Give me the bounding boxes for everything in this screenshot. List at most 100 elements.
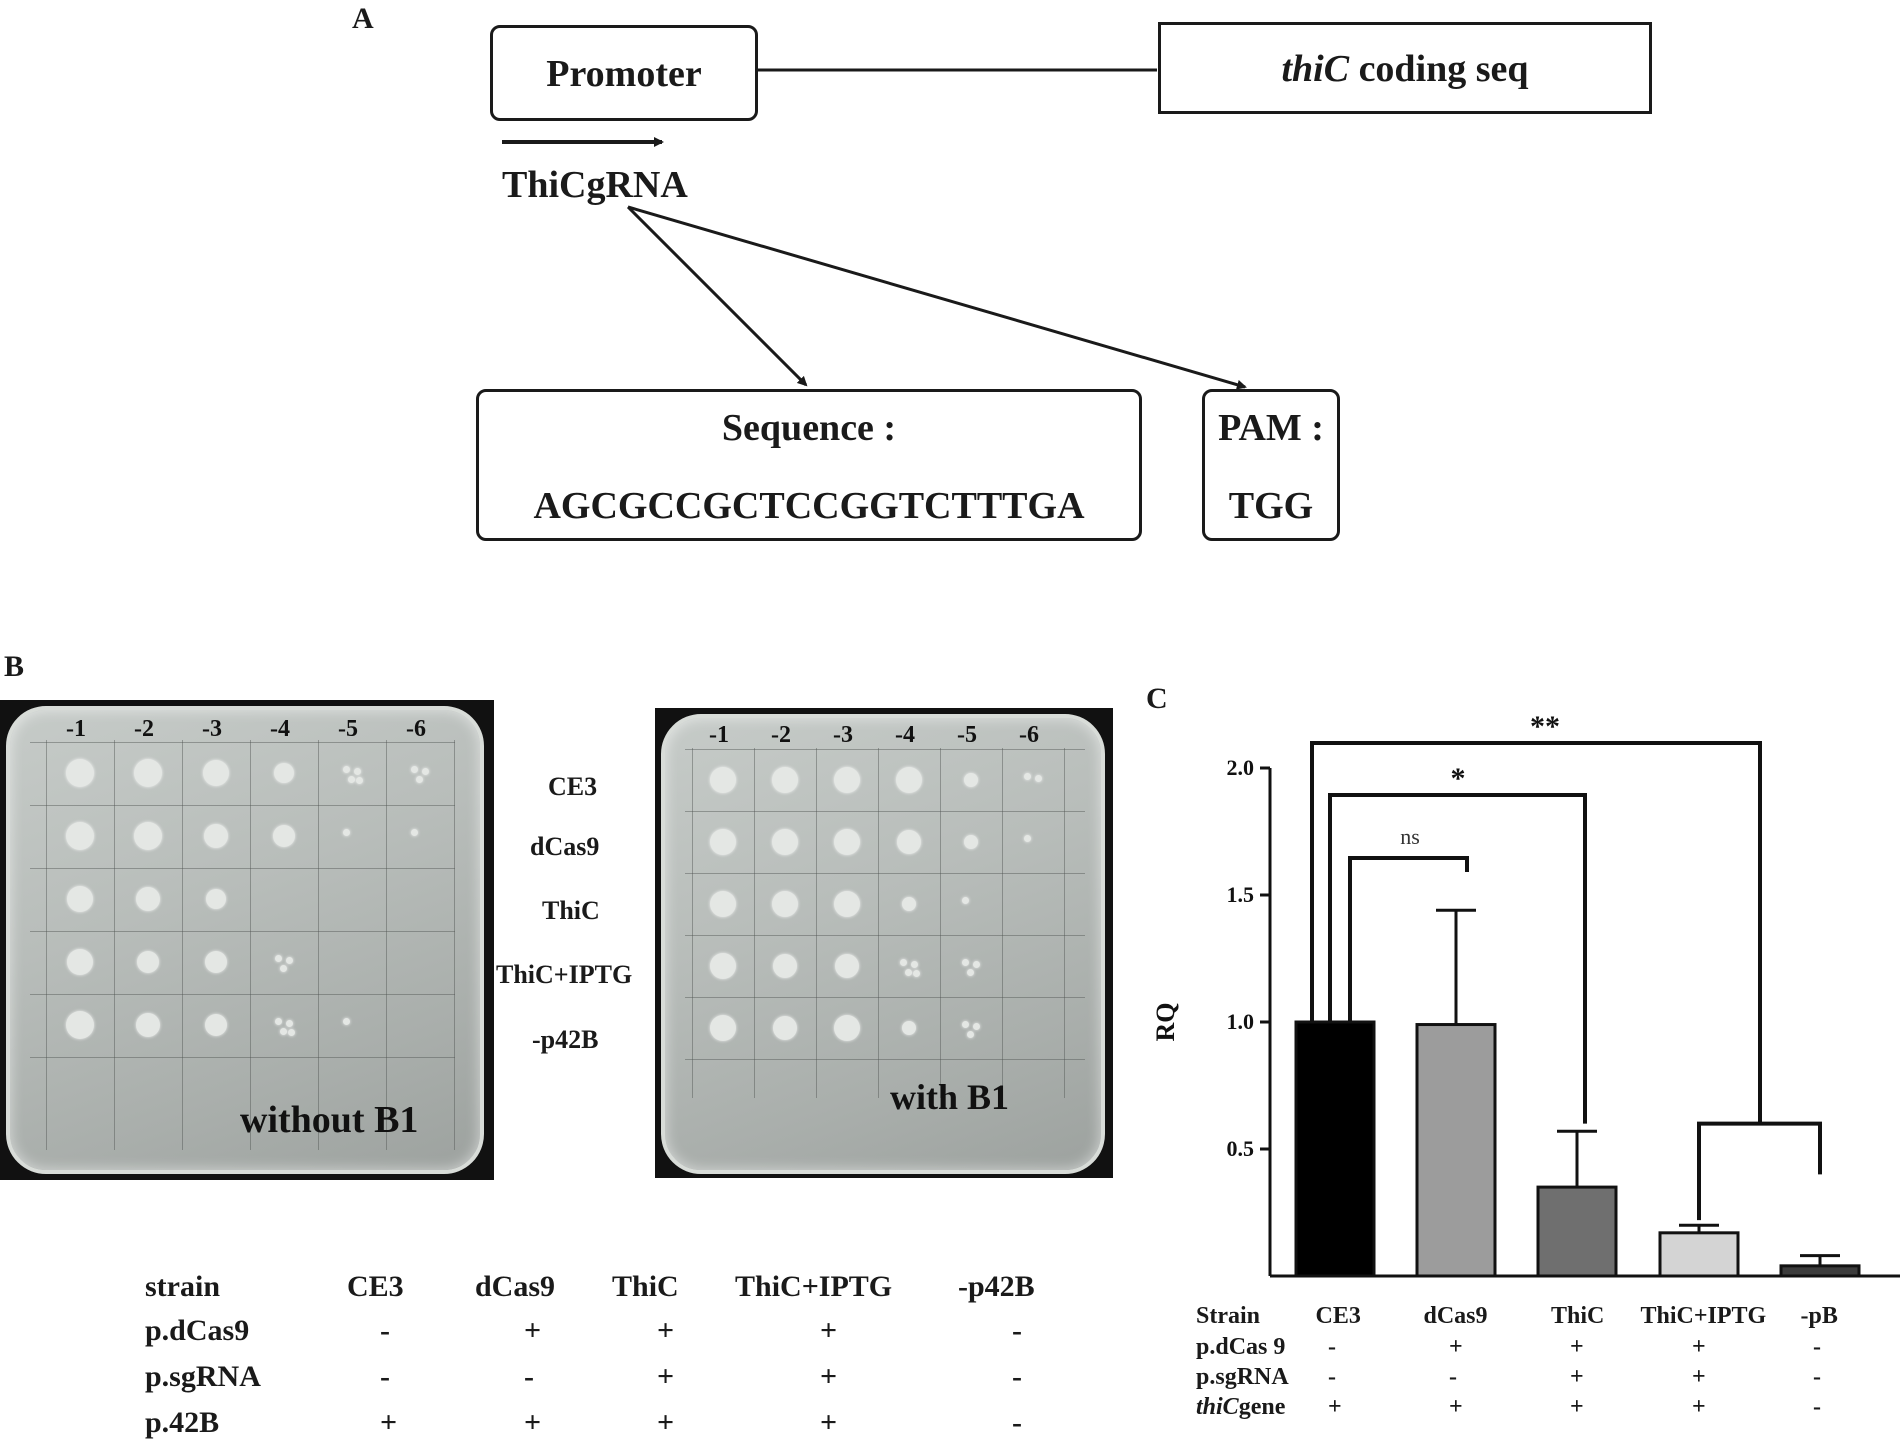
colony-spot	[137, 951, 159, 973]
y-tick-label: 1.5	[1227, 882, 1255, 907]
colony-spot	[280, 965, 287, 972]
table-b-cell: -	[380, 1360, 390, 1393]
colony-spot	[834, 767, 860, 793]
table-b-cell: -	[1012, 1406, 1022, 1439]
grid-line	[250, 740, 251, 1150]
table-c-cell: -	[1449, 1364, 1457, 1390]
panel-label-c: C	[1146, 682, 1168, 715]
sequence-box: Sequence : AGCGCCGCTCCGGTCTTTGA	[476, 389, 1142, 541]
significance-label: **	[1530, 710, 1560, 743]
grid-line	[1002, 748, 1003, 1098]
table-c-header: Strain	[1196, 1303, 1261, 1329]
colony-spot	[835, 954, 859, 978]
plate-with-b1: -1-2-3-4-5-6 with B1	[655, 708, 1113, 1178]
table-b-cell: +	[820, 1314, 838, 1347]
grid-line	[454, 740, 455, 1150]
colony-spot	[205, 951, 227, 973]
colony-spot	[411, 766, 418, 773]
colony-spot	[66, 822, 94, 850]
colony-spot	[203, 760, 229, 786]
colony-spot	[834, 891, 860, 917]
colony-spot	[772, 891, 798, 917]
grid-line	[30, 993, 455, 995]
coding-seq-label: thiC coding seq	[1161, 47, 1649, 91]
dilution-label: -1	[66, 716, 86, 742]
colony-spot	[411, 829, 418, 836]
y-tick-label: 1.0	[1227, 1009, 1255, 1034]
dilution-label: -6	[1019, 722, 1039, 748]
y-tick-label: 0.5	[1227, 1136, 1255, 1161]
colony-spot	[911, 961, 918, 968]
rq-bar-chart: 0.51.01.52.0RQ***ns	[1151, 710, 1900, 1278]
colony-spot	[274, 763, 294, 783]
pam-value: TGG	[1228, 485, 1314, 527]
bracket-group	[1697, 1121, 1822, 1221]
dilution-label: -3	[202, 716, 222, 742]
colony-spot	[834, 1015, 860, 1041]
x-tick-label: CE3	[1315, 1303, 1361, 1329]
grid-line	[1064, 748, 1065, 1098]
table-b-cell: +	[524, 1314, 542, 1347]
colony-spot	[962, 1021, 969, 1028]
colony-spot	[288, 1029, 295, 1036]
coding-seq-box: thiC coding seq	[1158, 22, 1652, 114]
colony-spot	[206, 889, 226, 909]
colony-spot	[134, 759, 162, 787]
colony-spot	[136, 1013, 160, 1037]
plate-row-label-thic: ThiC	[542, 896, 600, 925]
grid-line	[685, 873, 1085, 874]
grid-line	[685, 1059, 1085, 1060]
table-c-row-label: p.sgRNA	[1196, 1364, 1289, 1390]
significance-label: *	[1451, 762, 1466, 795]
colony-spot	[962, 959, 969, 966]
table-c-cell: -	[1328, 1334, 1336, 1360]
grid-line	[878, 748, 879, 1098]
x-tick-label: ThiC+IPTG	[1640, 1303, 1767, 1329]
grid-line	[386, 740, 387, 1150]
colony-spot	[913, 970, 920, 977]
colony-spot	[356, 777, 363, 784]
colony-spot	[343, 829, 350, 836]
table-b-row-label: p.42B	[145, 1406, 220, 1439]
x-tick-label: ThiC	[1551, 1303, 1605, 1329]
colony-spot	[66, 759, 94, 787]
panel-a-connectors	[502, 68, 1247, 390]
dilution-label: -3	[833, 722, 853, 748]
grid-line	[30, 867, 455, 869]
colony-spot	[710, 767, 736, 793]
colony-spot	[964, 773, 978, 787]
pam-box: PAM : TGG	[1202, 389, 1340, 541]
grid-line	[114, 740, 115, 1150]
table-b-cell: +	[524, 1406, 542, 1439]
table-c-cell: +	[1692, 1364, 1706, 1390]
coding-seq-suffix: coding seq	[1349, 48, 1529, 90]
bar--pb	[1779, 1264, 1861, 1278]
table-b-strain-dcas9: dCas9	[475, 1270, 556, 1303]
colony-spot	[66, 1011, 94, 1039]
sequence-title: Sequence :	[721, 407, 897, 449]
dilution-label: -5	[957, 722, 977, 748]
colony-spot	[710, 953, 736, 979]
grid-line	[30, 1056, 455, 1058]
grid-line	[685, 811, 1085, 812]
grid-line	[685, 997, 1085, 998]
grid-line	[30, 741, 455, 743]
table-c-cell: +	[1570, 1364, 1584, 1390]
colony-spot	[136, 887, 160, 911]
colony-spot	[772, 829, 798, 855]
dilution-label: -2	[134, 716, 154, 742]
colony-spot	[710, 1015, 736, 1041]
colony-spot	[773, 1016, 797, 1040]
grid-line	[754, 748, 755, 1098]
y-tick-label: 2.0	[1227, 755, 1255, 780]
colony-spot	[967, 1031, 974, 1038]
colony-spot	[286, 957, 293, 964]
colony-spot	[964, 835, 978, 849]
colony-spot	[710, 891, 736, 917]
table-b-cell: +	[657, 1360, 675, 1393]
panel-label-b: B	[4, 650, 25, 683]
significance-label: ns	[1400, 824, 1420, 849]
gene-suffix: gene	[1238, 1394, 1286, 1420]
table-b-cell: -	[380, 1314, 390, 1347]
grid-line	[46, 740, 47, 1150]
